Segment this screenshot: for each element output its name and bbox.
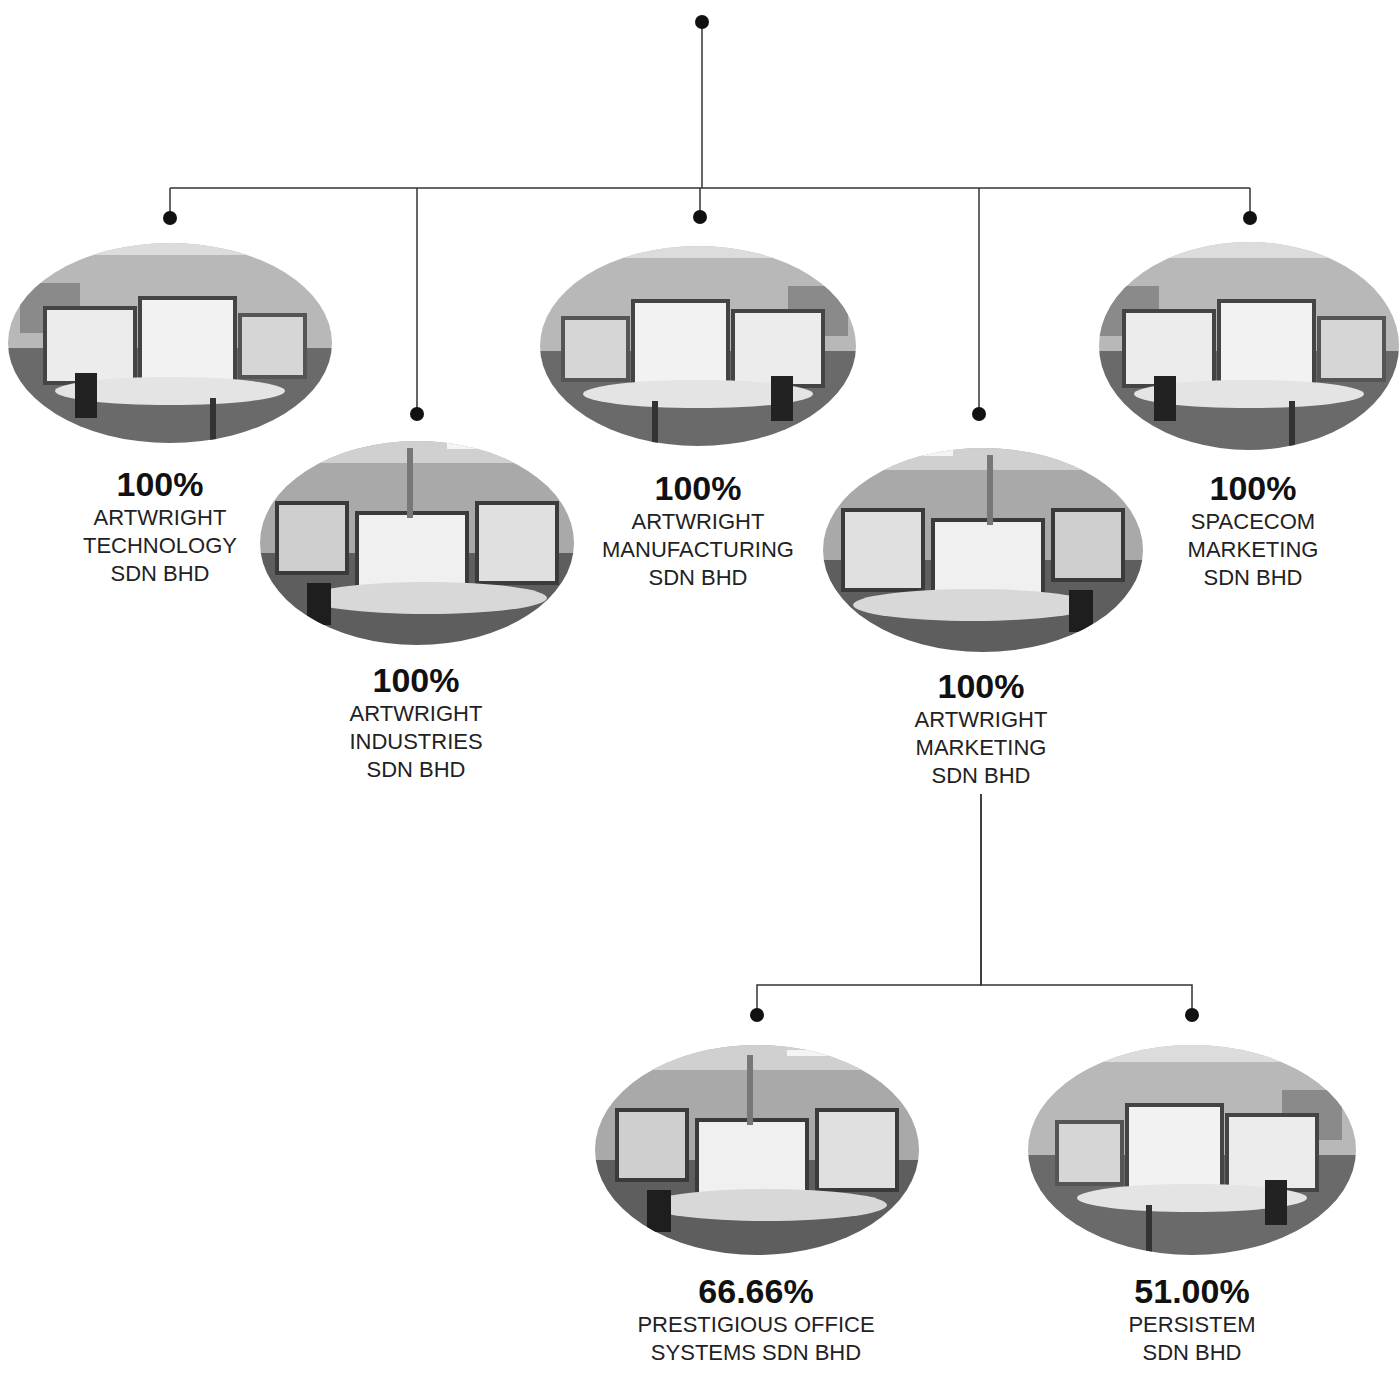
connector-line [757,794,981,1015]
subsidiary-node: 100%ARTWRIGHT TECHNOLOGY SDN BHD [0,243,322,588]
office-photo [813,440,1153,665]
office-photo [528,236,868,461]
office-photo [1022,1040,1362,1265]
connector-line [981,794,1192,1015]
office-photo [1079,236,1399,461]
subsidiary-node: 66.66%PRESTIGIOUS OFFICE SYSTEMS SDN BHD [594,1045,918,1367]
company-name: ARTWRIGHT INDUSTRIES SDN BHD [336,700,496,784]
ownership-percentage: 51.00% [1028,1273,1356,1309]
company-name: PERSISTEM SDN BHD [1107,1311,1277,1367]
company-name: ARTWRIGHT MANUFACTURING SDN BHD [591,508,806,592]
office-photo [247,433,587,658]
ownership-percentage: 100% [821,668,1141,704]
connector-dot [750,1008,764,1022]
subsidiary-node: 100%ARTWRIGHT MARKETING SDN BHD [821,448,1141,790]
office-photo [0,233,340,458]
company-name: SPACECOM MARKETING SDN BHD [1173,508,1333,592]
ownership-percentage: 100% [0,466,322,502]
subsidiary-node: 100%ARTWRIGHT INDUSTRIES SDN BHD [259,441,573,784]
ownership-percentage: 100% [259,662,573,698]
connector-dot [1185,1008,1199,1022]
ownership-connector [750,794,981,1022]
office-photo [587,1040,927,1265]
ownership-percentage: 66.66% [594,1273,918,1309]
subsidiary-node: 51.00%PERSISTEM SDN BHD [1028,1045,1356,1367]
subsidiary-node: 100%SPACECOM MARKETING SDN BHD [1103,242,1399,592]
company-name: ARTWRIGHT MARKETING SDN BHD [901,706,1061,790]
ownership-percentage: 100% [540,470,856,506]
ownership-connector [981,794,1199,1022]
company-name: ARTWRIGHT TECHNOLOGY SDN BHD [75,504,245,588]
company-name: PRESTIGIOUS OFFICE SYSTEMS SDN BHD [631,1311,881,1367]
ownership-percentage: 100% [1103,470,1399,506]
subsidiary-node: 100%ARTWRIGHT MANUFACTURING SDN BHD [540,246,856,592]
